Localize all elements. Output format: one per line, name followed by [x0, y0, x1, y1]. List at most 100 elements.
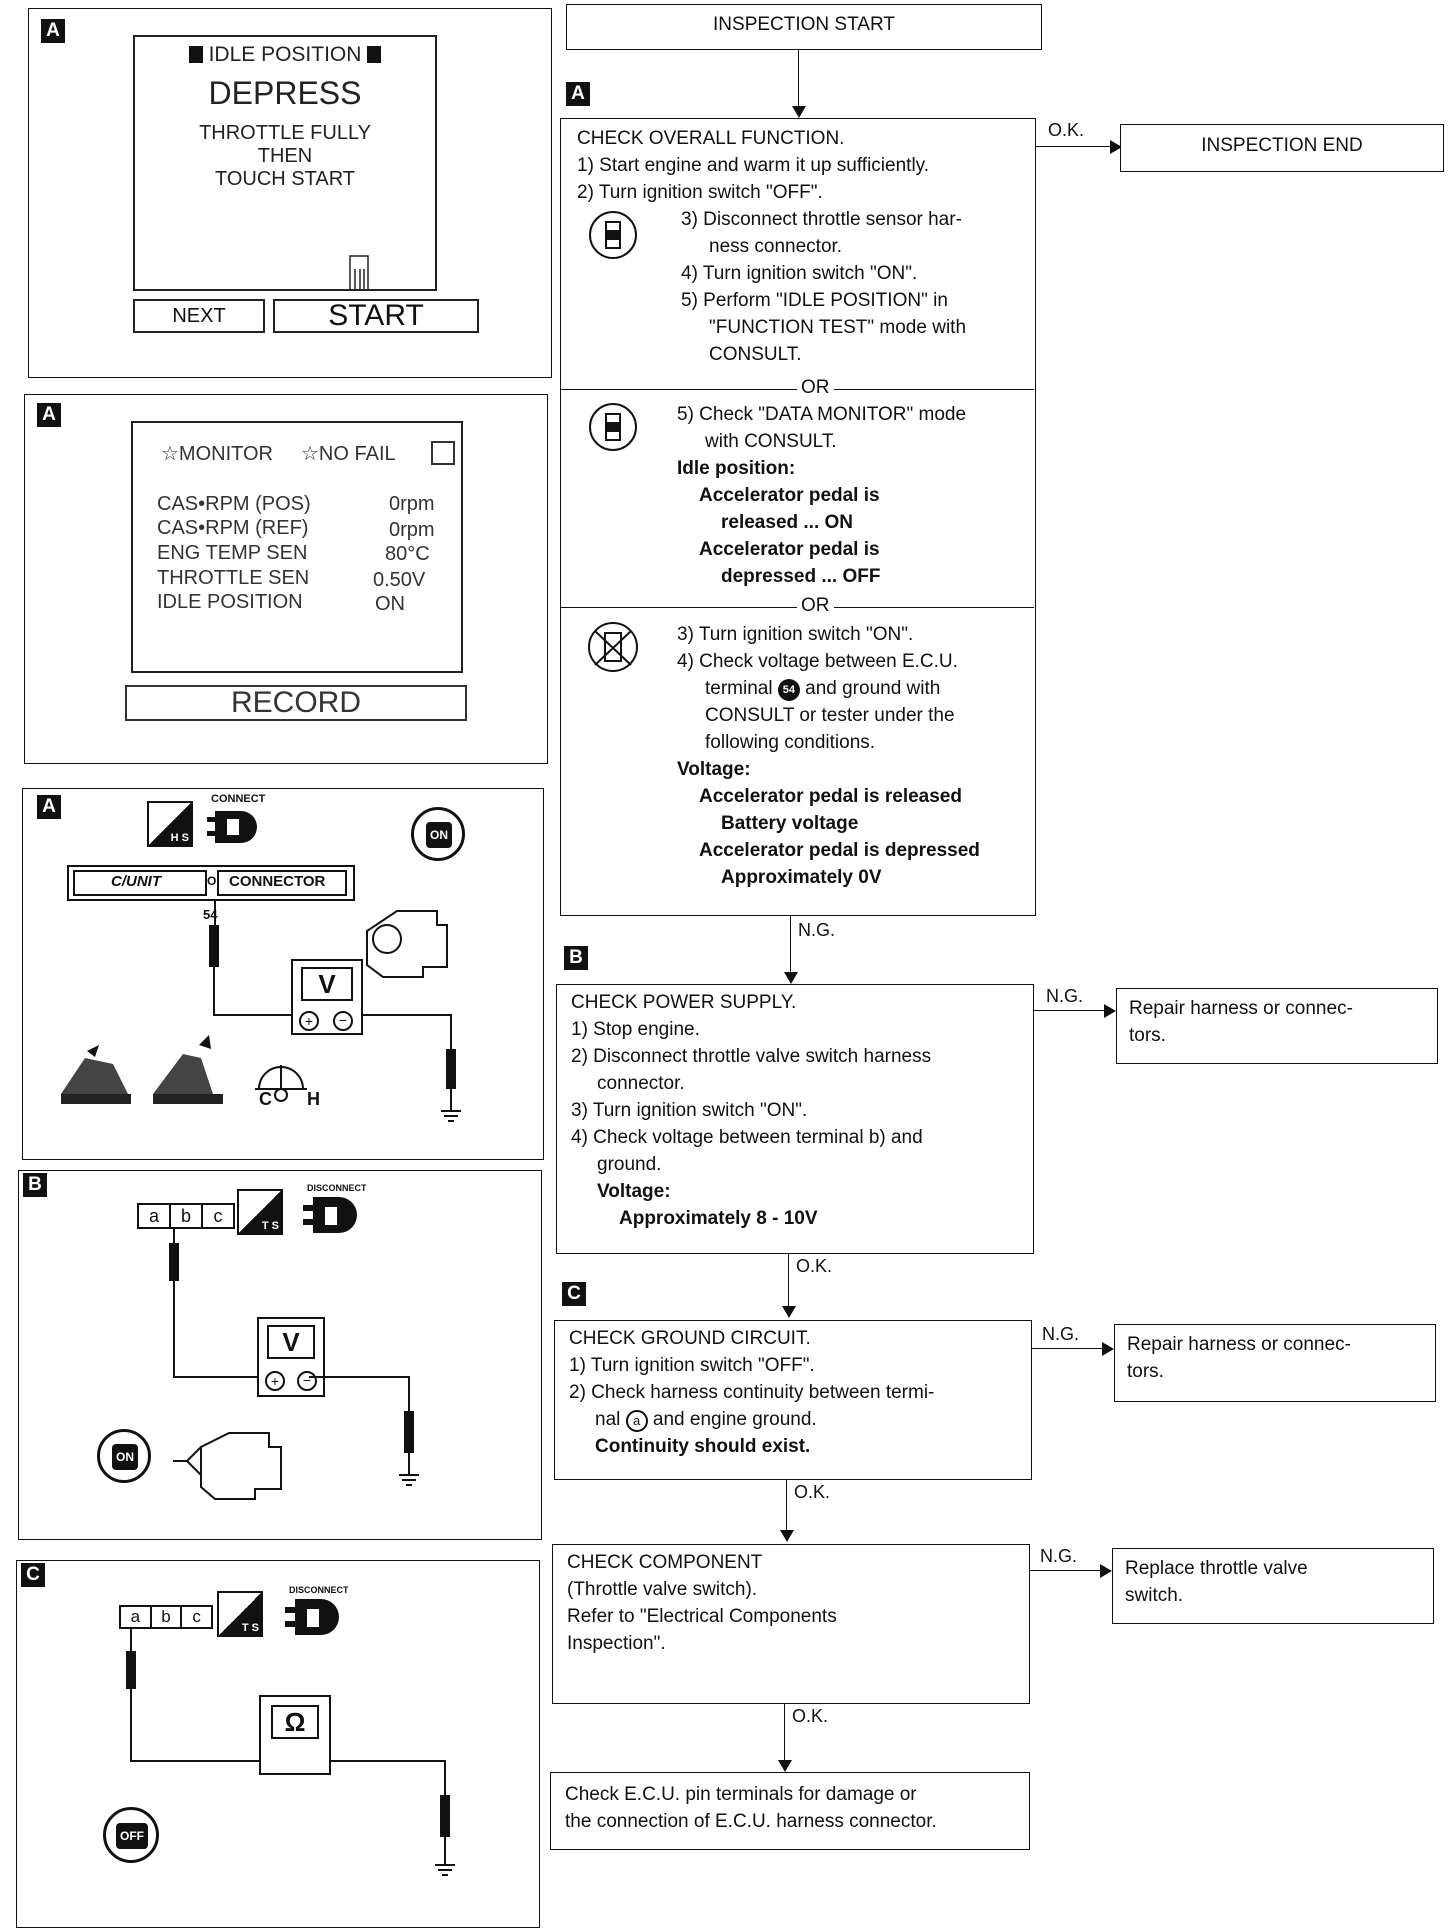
- next-button[interactable]: NEXT: [133, 299, 265, 333]
- final-line: the connection of E.C.U. harness connect…: [565, 1811, 937, 1832]
- final-check-box: Check E.C.U. pin terminals for damage or…: [550, 1772, 1030, 1850]
- panel-idle-position: A IDLE POSITION DEPRESS THROTTLE FULLY T…: [28, 8, 552, 378]
- gauge-h-label: H: [307, 1089, 320, 1109]
- harness-connector-abc: a b c: [137, 1203, 235, 1229]
- box-a-line: CONSULT.: [709, 344, 802, 365]
- box-a-line: CHECK OVERALL FUNCTION.: [577, 128, 845, 149]
- box-a-line: following conditions.: [705, 732, 876, 753]
- box-a-line: with CONSULT.: [705, 431, 837, 452]
- inspection-start-label: INSPECTION START: [713, 14, 895, 35]
- repair-line: tors.: [1129, 1025, 1166, 1046]
- check-ground-circuit-box: CHECK GROUND CIRCUIT. 1) Turn ignition s…: [554, 1320, 1032, 1480]
- terminal-54-badge: 54: [777, 679, 800, 701]
- box-a-line: Accelerator pedal is released: [699, 786, 962, 807]
- box-d-line: (Throttle valve switch).: [567, 1579, 758, 1600]
- terminal-a-badge: a: [625, 1410, 648, 1432]
- check-overall-function-box: CHECK OVERALL FUNCTION. 1) Start engine …: [560, 118, 1036, 916]
- ok-label: O.K.: [796, 1256, 833, 1276]
- box-a-line: 5) Perform "IDLE POSITION" in: [681, 290, 948, 311]
- inspection-start-box: INSPECTION START: [566, 4, 1042, 50]
- arrowhead-down-icon: [792, 106, 806, 118]
- box-b-line: connector.: [597, 1073, 685, 1094]
- inspection-end-label: INSPECTION END: [1201, 135, 1363, 156]
- pin-54-label: 54: [203, 907, 218, 922]
- terminal-c: c: [192, 1607, 201, 1626]
- repair-line: Repair harness or connec-: [1129, 998, 1353, 1019]
- ts-label: T S: [261, 1220, 279, 1232]
- connector-line: [790, 916, 791, 976]
- terminal-b: b: [171, 1205, 203, 1227]
- repair-harness-box-b: Repair harness or connec- tors.: [1116, 988, 1438, 1064]
- box-c-line: Continuity should exist.: [595, 1436, 811, 1457]
- gauge-c-label: C: [259, 1089, 272, 1109]
- voltmeter-v-label: V: [267, 1325, 315, 1359]
- nofail-checkbox[interactable]: [431, 441, 455, 465]
- arrowhead-down-icon: [782, 1306, 796, 1318]
- start-button[interactable]: START: [273, 299, 479, 333]
- diagram-a-wiring: [61, 901, 461, 1122]
- ok-label: O.K.: [792, 1706, 829, 1726]
- screen-line-2: THEN: [257, 145, 313, 167]
- section-tag-a: A: [37, 795, 61, 819]
- box-b-line: Voltage:: [597, 1181, 671, 1202]
- row-val-4: ON: [375, 593, 405, 615]
- consult-screen-idle: IDLE POSITION DEPRESS THROTTLE FULLY THE…: [133, 35, 437, 291]
- final-line: Check E.C.U. pin terminals for damage or: [565, 1784, 917, 1805]
- disconnect-label: DISCONNECT: [289, 1585, 349, 1595]
- box-a-line: depressed ... OFF: [721, 566, 881, 587]
- box-a-line: 1) Start engine and warm it up sufficien…: [577, 155, 930, 176]
- ignition-key-icon: ON: [97, 1429, 151, 1483]
- ng-label: N.G.: [1040, 1546, 1078, 1566]
- connector-line: [1034, 1010, 1112, 1011]
- arrowhead-down-icon: [778, 1760, 792, 1772]
- screen-depress: DEPRESS: [208, 75, 362, 111]
- ng-label: N.G.: [1042, 1324, 1080, 1344]
- diagram-c-wiring: [126, 1629, 455, 1876]
- terminal-a: a: [121, 1607, 152, 1627]
- box-b-line: Approximately 8 - 10V: [619, 1208, 818, 1229]
- cunit-connector: C/UNIT O CONNECTOR: [67, 865, 355, 901]
- row-key-2: ENG TEMP SEN: [157, 542, 308, 564]
- connector-label: CONNECTOR: [229, 873, 326, 890]
- ignition-key-icon: ON: [411, 807, 465, 861]
- box-a-line: ness connector.: [709, 236, 843, 257]
- connector-line: [1036, 146, 1118, 147]
- nofail-label: ☆NO FAIL: [301, 443, 396, 465]
- connector-line: [784, 1704, 785, 1764]
- box-a-line: 2) Turn ignition switch "OFF".: [577, 182, 823, 203]
- ohmmeter-omega-label: Ω: [271, 1705, 319, 1739]
- hs-mode-icon: H S: [147, 801, 193, 847]
- harness-connector-abc: a b c: [119, 1605, 213, 1629]
- box-a-line: released ... ON: [721, 512, 854, 533]
- screen-line-1: THROTTLE FULLY: [199, 122, 371, 144]
- row-key-4: IDLE POSITION: [157, 591, 303, 613]
- record-button[interactable]: RECORD: [125, 685, 467, 721]
- ts-mode-icon: T S: [217, 1591, 263, 1637]
- ng-label: N.G.: [1046, 986, 1084, 1006]
- ignition-on-label: ON: [112, 1444, 138, 1470]
- connector-line: [1032, 1348, 1110, 1349]
- section-tag-a: A: [41, 19, 65, 43]
- connector-line: [786, 1480, 787, 1534]
- box-b-line: ground.: [597, 1154, 662, 1175]
- or-label: OR: [797, 595, 834, 617]
- row-val-2: 80°C: [385, 543, 430, 565]
- box-a-line: 4) Check voltage between E.C.U.: [677, 651, 958, 672]
- cunit-label: C/UNIT: [111, 873, 161, 890]
- screen-line-3: TOUCH START: [214, 168, 355, 190]
- row-val-0: 0rpm: [389, 493, 435, 515]
- check-component-box: CHECK COMPONENT (Throttle valve switch).…: [552, 1544, 1030, 1704]
- terminal-c: c: [213, 1206, 223, 1226]
- section-tag-a: A: [37, 403, 61, 427]
- box-c-line: CHECK GROUND CIRCUIT.: [569, 1328, 811, 1349]
- box-c-line: 1) Turn ignition switch "OFF".: [569, 1355, 815, 1376]
- box-a-line: Battery voltage: [721, 813, 859, 834]
- voltmeter-v-label: V: [301, 967, 353, 1001]
- box-a-line: Accelerator pedal is: [699, 485, 880, 506]
- box-a-line: Approximately 0V: [721, 867, 882, 888]
- panel-diagram-b: B a b c T S DISCONNECT V + − ON: [18, 1170, 542, 1540]
- section-tag-b: B: [23, 1173, 47, 1197]
- arrowhead-right-icon: [1104, 1004, 1116, 1018]
- finger-touch-icon: [349, 255, 369, 291]
- repair-harness-box-c: Repair harness or connec- tors.: [1114, 1324, 1436, 1402]
